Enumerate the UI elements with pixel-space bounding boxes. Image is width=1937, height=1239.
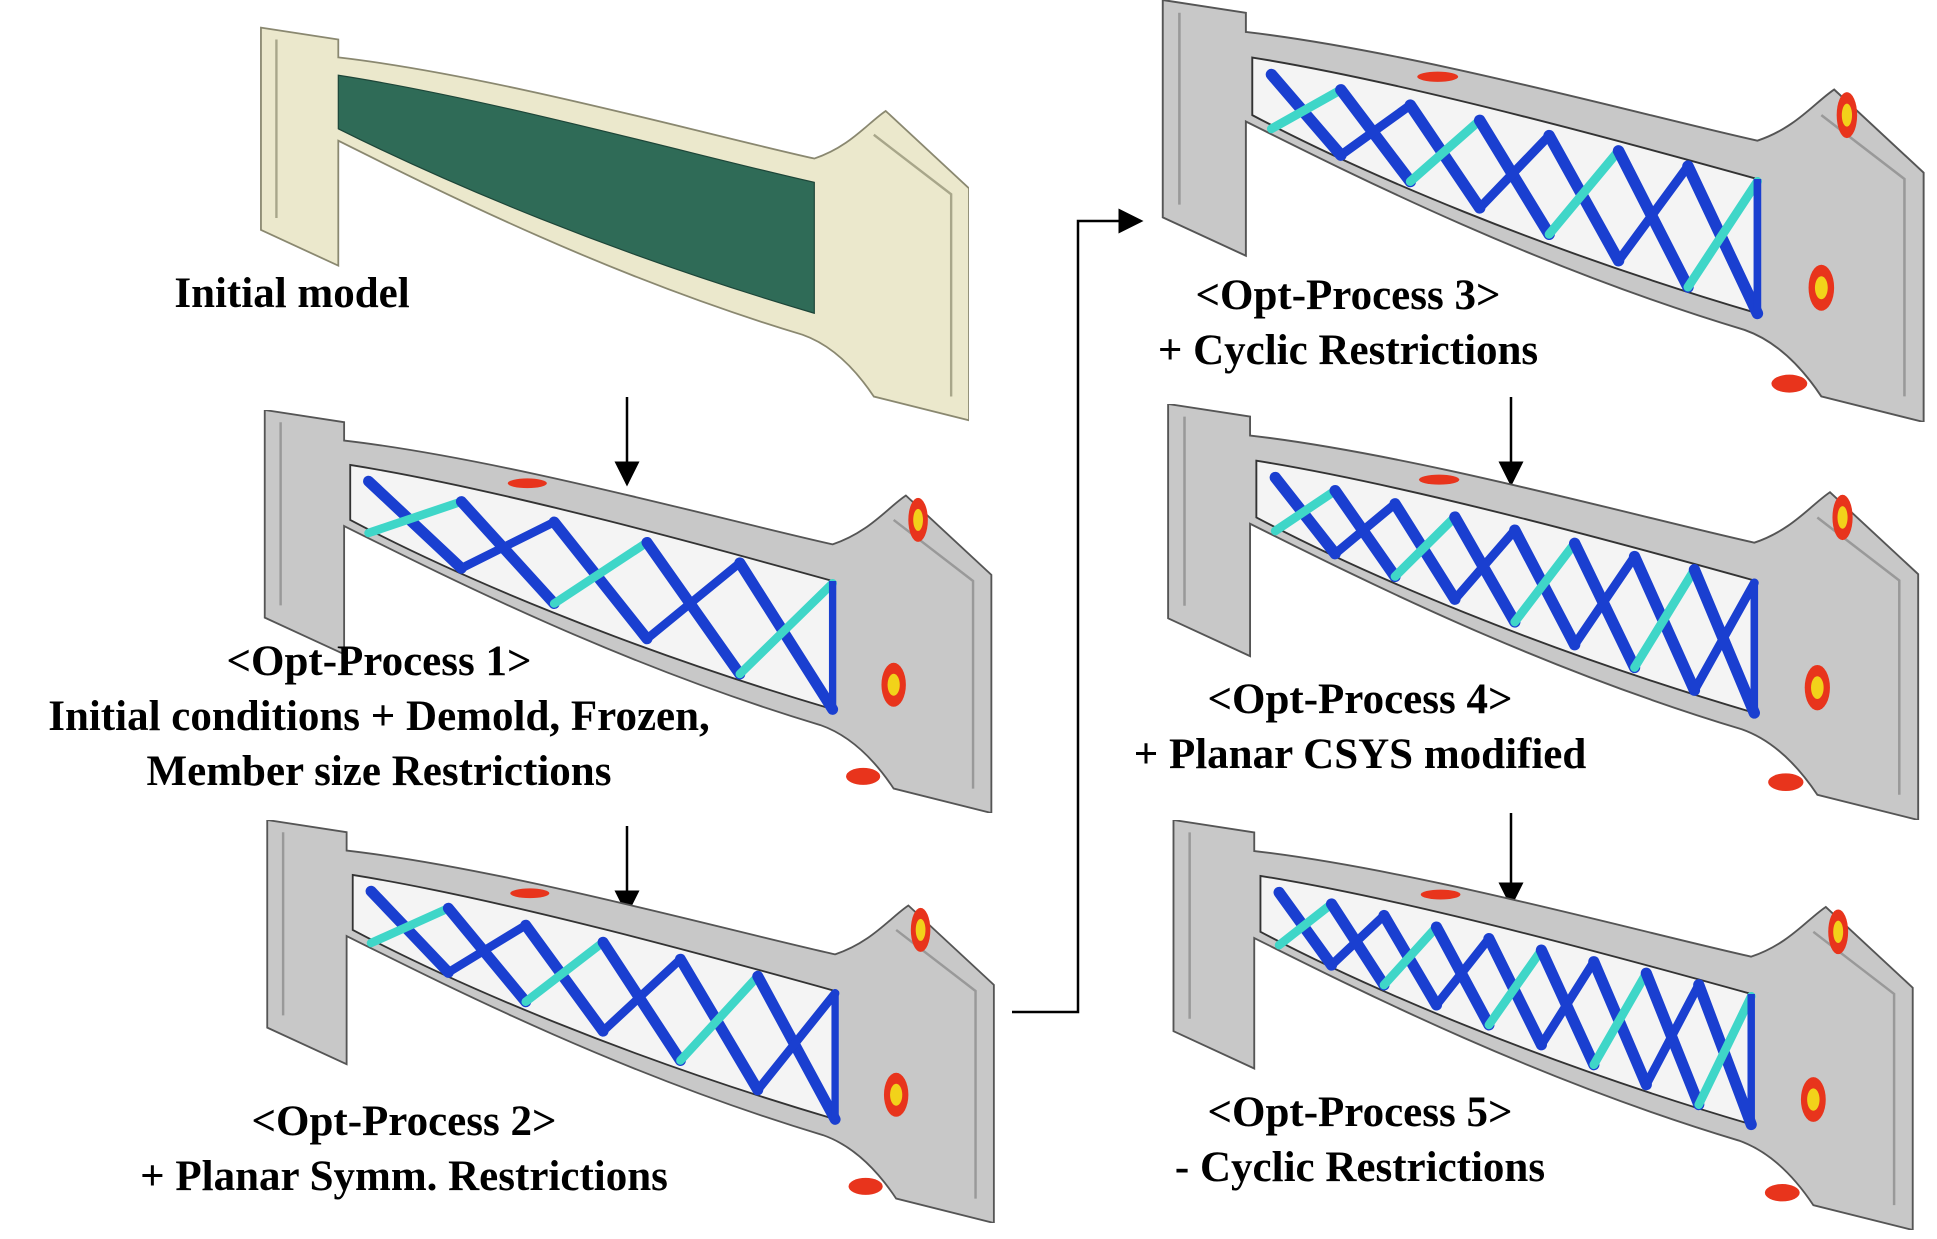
step-line: + Planar Symm. Restrictions [140, 1153, 668, 1200]
arrow-2-to-3 [1012, 208, 1144, 1014]
step-title: <Opt-Process 2> [251, 1098, 557, 1145]
opt-process-2-image [266, 820, 995, 1223]
opt-process-3-image [1161, 0, 1925, 422]
step-title: <Opt-Process 3> [1195, 272, 1501, 319]
opt-process-5-label: <Opt-Process 5> - Cyclic Restrictions [1175, 1085, 1545, 1195]
step-line: Member size Restrictions [146, 748, 612, 795]
initial-model-image [260, 26, 969, 422]
step-title: <Opt-Process 4> [1207, 676, 1513, 723]
opt-process-4-image [1167, 404, 1920, 820]
step-line: Initial conditions + Demold, Frozen, [48, 693, 710, 740]
opt-process-1-label: <Opt-Process 1> Initial conditions + Dem… [48, 634, 710, 799]
step-line: + Cyclic Restrictions [1157, 327, 1539, 374]
opt-process-1-image [263, 410, 993, 813]
step-line: + Planar CSYS modified [1133, 731, 1587, 778]
step-title: <Opt-Process 5> [1207, 1089, 1513, 1136]
opt-process-4-label: <Opt-Process 4> + Planar CSYS modified [1134, 672, 1587, 782]
step-title: <Opt-Process 1> [226, 638, 532, 685]
step-line: - Cyclic Restrictions [1174, 1144, 1546, 1191]
initial-model-label: Initial model [174, 270, 410, 317]
opt-process-2-label: <Opt-Process 2> + Planar Symm. Restricti… [140, 1094, 668, 1204]
opt-process-5-image [1172, 820, 1914, 1230]
opt-process-3-label: <Opt-Process 3> + Cyclic Restrictions [1158, 268, 1538, 378]
